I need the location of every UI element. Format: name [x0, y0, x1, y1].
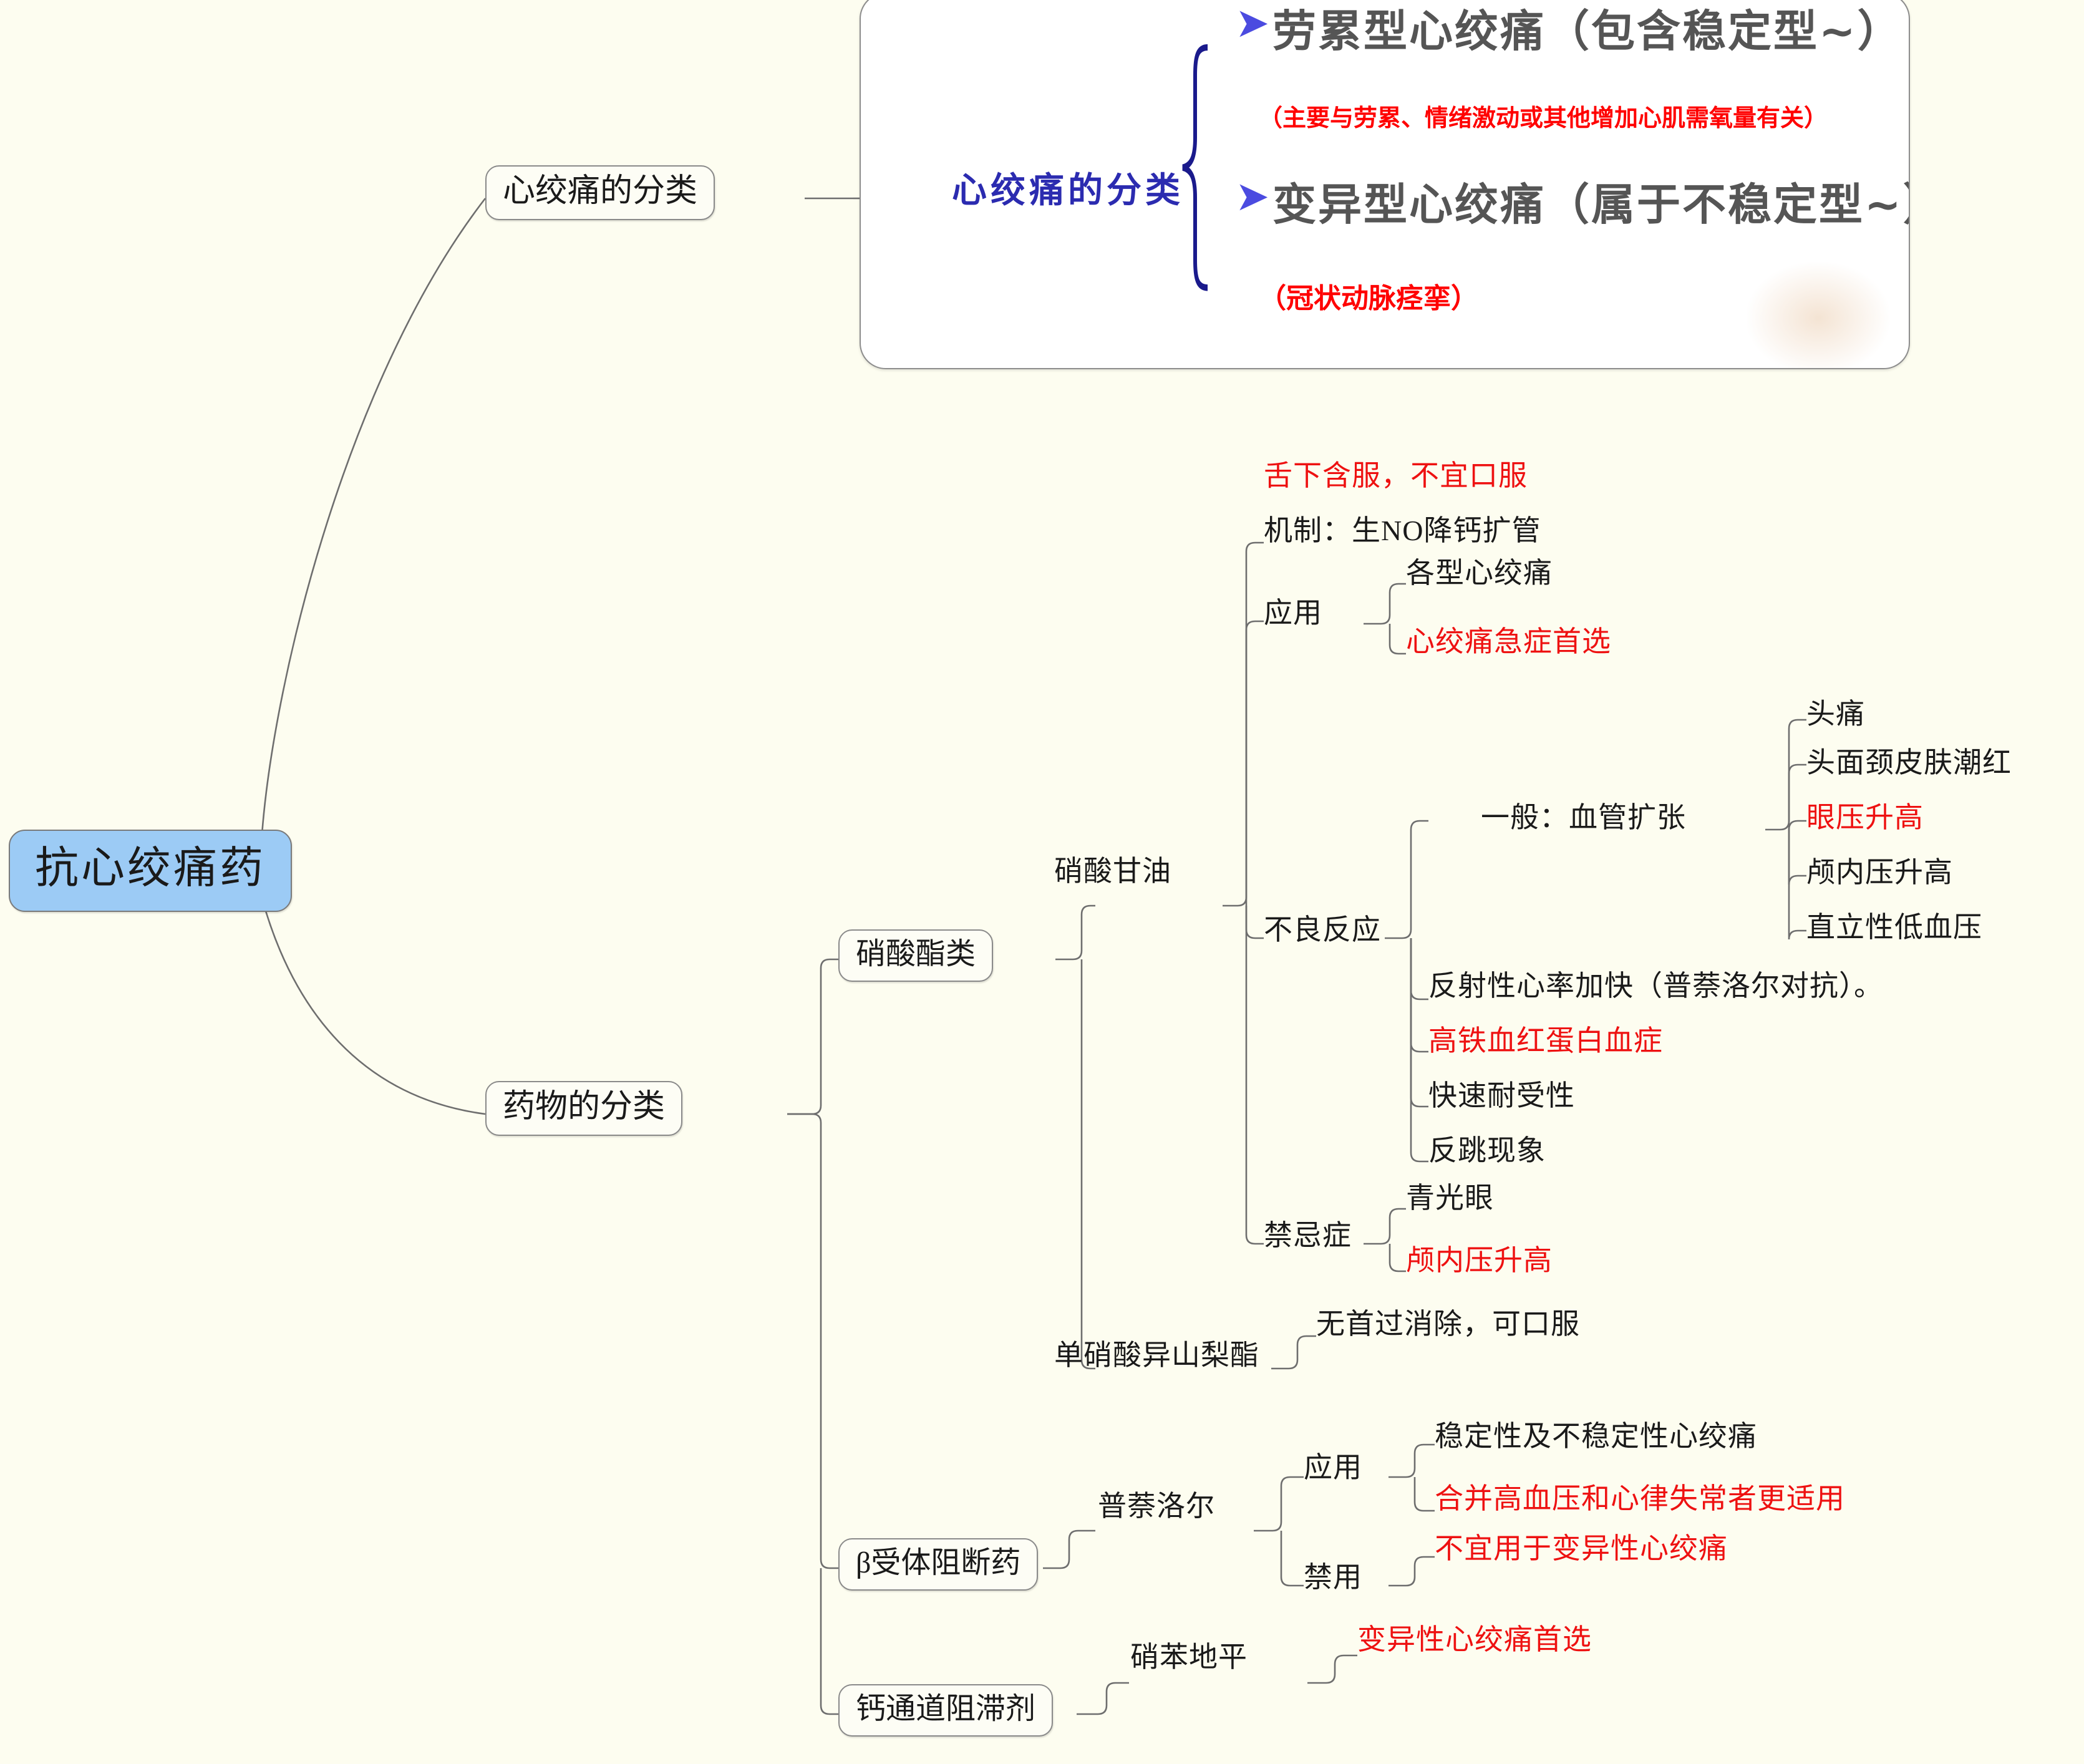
link-adverse-to-reflex — [1410, 938, 1428, 1001]
propranolol-indication-2: 合并高血压和心律失常者更适用 — [1435, 1483, 1845, 1514]
ntg-mechanism: 机制：生NO降钙扩管 — [1264, 515, 1541, 546]
drug-nitroglycerin[interactable]: 硝酸甘油 — [1054, 855, 1171, 887]
link-ntg-to-contraind — [1245, 906, 1264, 1245]
ntg-indication-2: 心绞痛急症首选 — [1406, 626, 1611, 657]
link-root-to-drugs — [261, 898, 486, 1115]
link-propranolol-to-contraind — [1280, 1531, 1304, 1587]
bullet-arrow-icon-2: ➤ — [1235, 172, 1271, 220]
ismn-note: 无首过消除，可口服 — [1316, 1308, 1580, 1340]
propranolol-indication-1: 稳定性及不稳定性心绞痛 — [1435, 1420, 1757, 1452]
link-drugs-to-betablocker — [787, 1113, 838, 1569]
link-general-to-icp — [1788, 830, 1806, 885]
link-general-to-headache — [1765, 719, 1806, 831]
propranolol-indication-label: 应用 — [1304, 1451, 1362, 1483]
nifedipine-note: 变异性心绞痛首选 — [1357, 1624, 1592, 1655]
link-nitrate-to-ntg — [1055, 904, 1095, 961]
link-indication-to-first — [1389, 624, 1406, 655]
link-nitrate-to-ismn — [1080, 959, 1095, 1370]
picture-note-1: （主要与劳累、情绪激动或其他增加心肌需氧量有关） — [1259, 104, 1828, 132]
root-node[interactable]: 抗心绞痛药 — [9, 830, 292, 912]
link-ntg-to-indication — [1245, 620, 1264, 906]
propranolol-contraindication-1: 不宜用于变异性心绞痛 — [1435, 1533, 1728, 1564]
ntg-adverse-general: 一般：血管扩张 — [1481, 802, 1686, 833]
ntg-adverse-label: 不良反应 — [1264, 914, 1381, 946]
link-contraind-to-glaucoma — [1364, 1208, 1406, 1245]
link-contraind-to-icp — [1389, 1244, 1406, 1272]
link-propranolol-to-indication — [1254, 1476, 1304, 1532]
link-root-to-angina — [261, 198, 487, 835]
picture-item-2: 变异型心绞痛（属于不稳定型~） — [1272, 179, 1910, 230]
ntg-adverse-tolerance: 快速耐受性 — [1428, 1080, 1575, 1112]
ntg-contraindication-1: 青光眼 — [1406, 1182, 1494, 1214]
link-drugs-to-ccb — [820, 1568, 838, 1715]
brace-icon — [1182, 44, 1208, 291]
drug-propranolol[interactable]: 普萘洛尔 — [1098, 1490, 1215, 1522]
branch-drug-classification[interactable]: 药物的分类 — [485, 1081, 683, 1136]
ntg-top-note: 舌下含服，不宜口服 — [1264, 460, 1528, 492]
link-general-to-hypotension — [1788, 830, 1806, 940]
link-indication-to-all — [1364, 583, 1406, 625]
link-ntg-to-mechanism — [1223, 541, 1264, 907]
bullet-arrow-icon-1: ➤ — [1235, 0, 1271, 47]
ntg-adverse-reflex: 反射性心率加快（普萘洛尔对抗）。 — [1428, 970, 1883, 1002]
ntg-indication-1: 各型心绞痛 — [1406, 557, 1553, 589]
link-ntg-to-adverse — [1245, 906, 1264, 939]
link-nifedipine-to-first — [1307, 1654, 1357, 1684]
picture-content: 心绞痛的分类 ➤ 劳累型心绞痛（包含稳定型~） （主要与劳累、情绪激动或其他增加… — [861, 0, 1909, 368]
propranolol-contraindication-label: 禁用 — [1304, 1561, 1362, 1593]
link-general-to-flush — [1788, 763, 1806, 830]
branch-angina-classification[interactable]: 心绞痛的分类 — [485, 165, 715, 220]
link-adverse-to-general — [1385, 820, 1428, 939]
drug-isosorbide-mononitrate[interactable]: 单硝酸异山梨酯 — [1054, 1339, 1259, 1371]
ntg-adverse-rebound: 反跳现象 — [1428, 1135, 1546, 1166]
drug-class-nitrate[interactable]: 硝酸酯类 — [838, 929, 994, 982]
link-ccb-to-nifedipine — [1077, 1682, 1129, 1715]
link-ismn-to-note — [1271, 1335, 1316, 1370]
angina-classification-picture[interactable]: 心绞痛的分类 ➤ 劳累型心绞痛（包含稳定型~） （主要与劳累、情绪激动或其他增加… — [860, 0, 1910, 369]
drug-nifedipine[interactable]: 硝苯地平 — [1130, 1641, 1248, 1673]
picture-title: 心绞痛的分类 — [952, 170, 1184, 211]
ntg-general-flush: 头面颈皮肤潮红 — [1806, 747, 2012, 778]
link-beta-to-propranolol — [1043, 1529, 1095, 1569]
link-adverse-to-tolerance — [1410, 938, 1428, 1108]
ntg-general-hypotension: 直立性低血压 — [1806, 911, 1982, 943]
ntg-indication-label: 应用 — [1264, 597, 1322, 629]
link-betaind-to-stable — [1389, 1443, 1435, 1478]
ntg-general-headache: 头痛 — [1806, 698, 1865, 730]
picture-item-1: 劳累型心绞痛（包含稳定型~） — [1272, 6, 1903, 57]
picture-note-2: （冠状动脉痉挛） — [1259, 283, 1478, 314]
link-betacontra-to-variant — [1389, 1556, 1435, 1587]
link-betaind-to-htn — [1413, 1477, 1435, 1512]
ntg-general-iop: 眼压升高 — [1806, 802, 1924, 833]
ntg-adverse-methemoglobin: 高铁血红蛋白血症 — [1428, 1025, 1663, 1057]
link-drugs-to-nitrate — [787, 958, 838, 1115]
link-general-to-iop — [1788, 820, 1806, 830]
drug-class-beta-blocker[interactable]: β受体阻断药 — [838, 1538, 1039, 1591]
ntg-contraindication-label: 禁忌症 — [1264, 1219, 1352, 1251]
link-adverse-to-methb — [1410, 938, 1428, 1053]
ntg-general-icp: 颅内压升高 — [1806, 856, 1953, 888]
link-adverse-to-rebound — [1410, 938, 1428, 1163]
drug-class-ccb[interactable]: 钙通道阻滞剂 — [838, 1684, 1054, 1737]
ntg-contraindication-2: 颅内压升高 — [1406, 1244, 1553, 1276]
